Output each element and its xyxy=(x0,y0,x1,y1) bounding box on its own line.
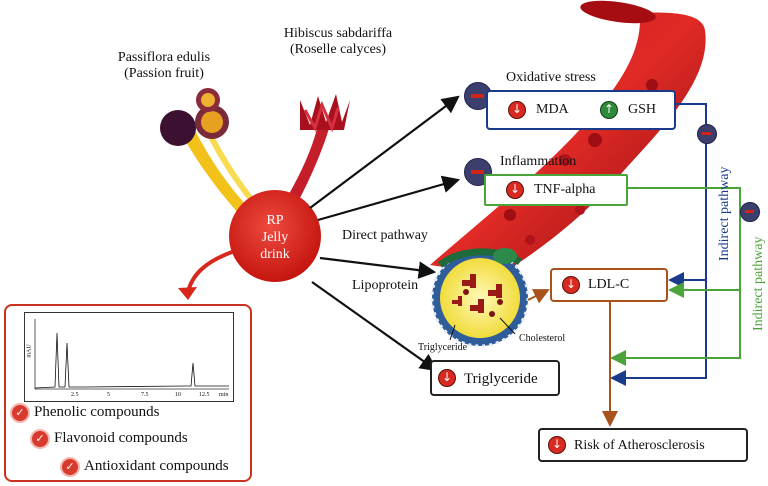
source-hibiscus: Hibiscus sabdariffa (Roselle calyces) xyxy=(268,26,408,58)
chromatogram-tick: 2.5 xyxy=(71,392,79,398)
chromatogram-ylabel: mAU xyxy=(26,344,33,358)
indirect-pathway-label-green: Indirect pathway xyxy=(751,236,766,331)
inhibit-indirect-navy-icon xyxy=(697,124,717,144)
cholesterol-label: Cholesterol xyxy=(519,333,566,344)
blood-vessel xyxy=(430,0,706,276)
chromatogram-tick: 5 xyxy=(107,392,110,398)
rp-label-line: Jelly xyxy=(261,230,289,245)
inflammation-title: Inflammation xyxy=(500,154,577,169)
source-common-name: (Passion fruit) xyxy=(124,66,204,81)
risk-label: Risk of Atherosclerosis xyxy=(574,438,705,453)
source-name: Hibiscus sabdariffa xyxy=(283,26,393,41)
inhibit-indirect-green-icon xyxy=(740,202,760,222)
source-passiflora: Passiflora edulis (Passion fruit) xyxy=(104,50,224,82)
compound-item: ✓Flavonoid compounds xyxy=(30,428,188,449)
inflammation-box: ↓ TNF-alpha xyxy=(484,174,628,206)
compound-label: Antioxidant compounds xyxy=(84,458,229,474)
chromatogram-tick: min xyxy=(219,392,229,398)
source-common-name: (Roselle calyces) xyxy=(289,42,386,57)
direct-pathway-label: Direct pathway xyxy=(342,228,428,243)
chromatogram-tick: 12.5 xyxy=(199,392,210,398)
rp-drink-label: RP Jelly drink xyxy=(245,212,305,263)
oxidative-stress-box: ↓ MDA ↑ GSH xyxy=(486,90,676,130)
check-badge-icon: ✓ xyxy=(30,428,50,449)
indirect-pathway-label-navy: Indirect pathway xyxy=(717,166,732,261)
triglyceride-box: ↓ Triglyceride xyxy=(430,360,560,396)
decrease-icon: ↓ xyxy=(506,181,524,199)
compound-item: ✓Antioxidant compounds xyxy=(60,456,229,477)
compound-label: Flavonoid compounds xyxy=(54,430,188,446)
decrease-icon: ↓ xyxy=(548,436,566,454)
compounds-panel: mAU 2.5 5 7.5 10 12.5 min ✓Phenolic comp… xyxy=(4,304,252,482)
gsh-label: GSH xyxy=(628,102,657,117)
atherosclerosis-risk-box: ↓ Risk of Atherosclerosis xyxy=(538,428,748,462)
compound-item: ✓Phenolic compounds xyxy=(10,402,159,423)
mda-label: MDA xyxy=(536,102,569,117)
lipoprotein-particle xyxy=(430,248,530,348)
chromatogram-plot xyxy=(34,319,229,390)
triglyceride-label: Triglyceride xyxy=(464,371,538,387)
decrease-icon: ↓ xyxy=(562,276,580,294)
chromatogram: mAU 2.5 5 7.5 10 12.5 min xyxy=(24,312,234,402)
tnf-alpha-label: TNF-alpha xyxy=(534,182,596,197)
chromatogram-tick: 7.5 xyxy=(141,392,149,398)
oxidative-stress-title: Oxidative stress xyxy=(506,70,596,85)
ldl-c-label: LDL-C xyxy=(588,277,630,292)
source-name: Passiflora edulis xyxy=(117,50,211,65)
rp-label-line: RP xyxy=(266,213,284,228)
compound-label: Phenolic compounds xyxy=(34,404,160,420)
check-badge-icon: ✓ xyxy=(10,402,30,423)
rp-drink-circle xyxy=(229,190,321,282)
decrease-icon: ↓ xyxy=(508,101,526,119)
chromatogram-tick: 10 xyxy=(175,392,181,398)
decrease-icon: ↓ xyxy=(438,369,456,387)
increase-icon: ↑ xyxy=(600,101,618,119)
lipoprotein-label: Lipoprotein xyxy=(352,278,419,293)
check-badge-icon: ✓ xyxy=(60,456,80,477)
rp-label-line: drink xyxy=(260,247,290,262)
ldl-c-box: ↓ LDL-C xyxy=(550,268,668,302)
triglyceride-small-label: Triglyceride xyxy=(418,342,468,353)
